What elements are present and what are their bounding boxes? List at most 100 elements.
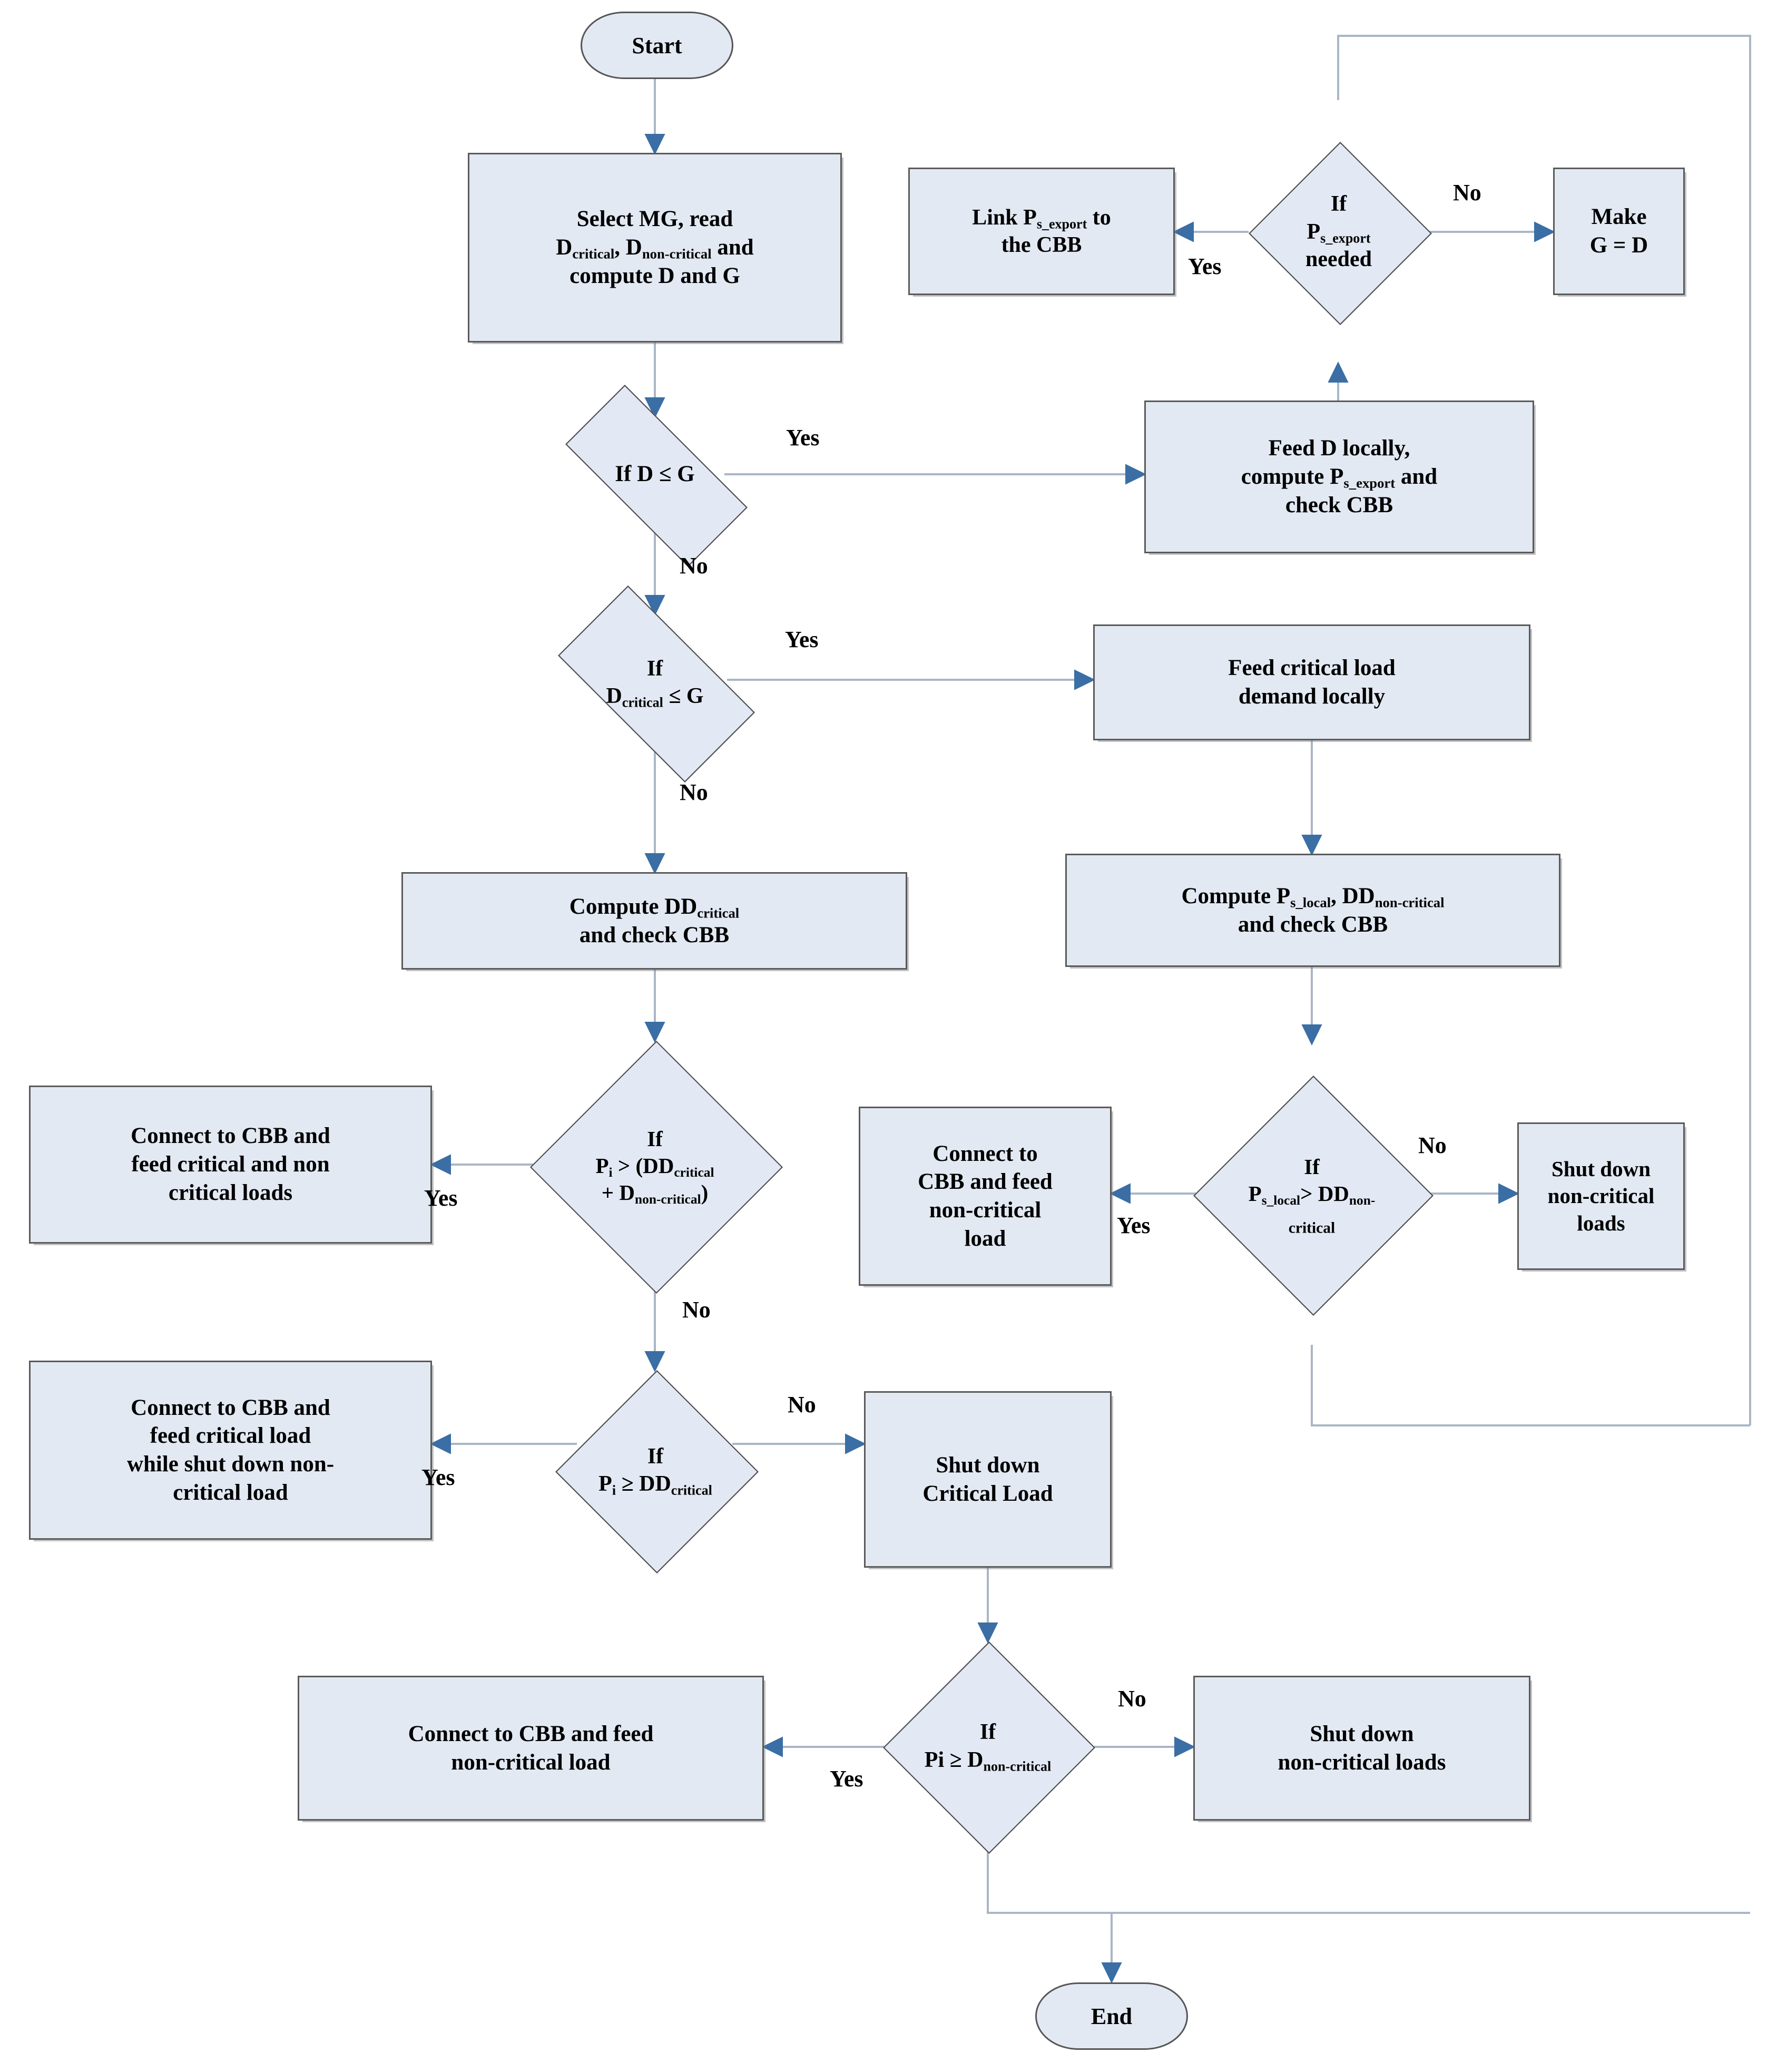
- line-1: If: [646, 656, 663, 681]
- line-3: while shut down non-: [126, 1452, 335, 1477]
- line-1: Connect to CBB and: [131, 1123, 330, 1149]
- node-shutdown-noncritical-bottom-label: Shut down non-critical loads: [1195, 1720, 1529, 1777]
- node-if-pi-ge-ddcritical[interactable]: If Pi ≥ DDcritical: [527, 1370, 784, 1573]
- edge-label-no-d-le-g: No: [680, 553, 708, 579]
- edge-label-no-pslocal: No: [1418, 1132, 1447, 1158]
- line-1: Shut down: [1310, 1721, 1414, 1746]
- line-3: loads: [1577, 1210, 1625, 1235]
- line-2: Critical Load: [922, 1481, 1053, 1506]
- line-2a: P: [598, 1472, 612, 1496]
- line-3a-sub: non-critical: [634, 1192, 701, 1207]
- line-2b: > DD: [1300, 1181, 1349, 1206]
- node-shutdown-critical-load-label: Shut down Critical Load: [866, 1451, 1110, 1508]
- edge-label-no-pi-ge-ddcritical: No: [788, 1392, 816, 1418]
- edge-label-no-dcritical-le-g: No: [680, 779, 708, 805]
- node-shutdown-critical-load[interactable]: Shut down Critical Load: [864, 1391, 1112, 1568]
- line-2b: ≤ G: [663, 684, 704, 708]
- node-shutdown-noncritical-right-label: Shut down non-critical loads: [1519, 1156, 1683, 1237]
- line-2-sub: s_export: [1320, 230, 1371, 246]
- line-2: feed critical and non: [131, 1152, 330, 1177]
- node-if-pslocal-gt-ddnon[interactable]: If Ps_local> DDnon- critical: [1193, 1043, 1433, 1345]
- line-2a: D: [556, 235, 573, 260]
- line-2b: ≥ DD: [616, 1472, 671, 1496]
- line-2a: Pi ≥ D: [924, 1747, 984, 1772]
- node-if-pi-ge-dnoncritical-label: If Pi ≥ Dnon-critical: [859, 1718, 1117, 1774]
- node-if-ps-export-needed-label: If Ps_export needed: [1249, 190, 1429, 273]
- node-select-mg-label: Select MG, read Dcritical, Dnon-critical…: [469, 205, 840, 290]
- node-make-g-eq-d-label: Make G = D: [1555, 203, 1683, 260]
- line-3: non-critical: [929, 1198, 1042, 1223]
- line-2a-sub: i: [612, 1482, 616, 1498]
- line-2: non-critical load: [451, 1750, 611, 1775]
- node-compute-ddcritical[interactable]: Compute DDcritical and check CBB: [401, 872, 907, 970]
- line-1: Select MG, read: [576, 207, 733, 232]
- node-if-pi-gt-sum[interactable]: If Pi > (DDcritical + Dnon-critical): [527, 1040, 783, 1294]
- node-connect-feed-noncritical-bottom[interactable]: Connect to CBB and feed non-critical loa…: [298, 1676, 764, 1821]
- node-compute-pslocal[interactable]: Compute Ps_local, DDnon-critical and che…: [1065, 854, 1560, 967]
- node-if-dcritical-le-g[interactable]: If Dcritical ≤ G: [529, 585, 780, 783]
- node-compute-ddcritical-label: Compute DDcritical and check CBB: [403, 893, 906, 950]
- line-2: the CBB: [1001, 233, 1082, 257]
- line-1b: to: [1087, 205, 1111, 230]
- node-connect-feed-both[interactable]: Connect to CBB and feed critical and non…: [29, 1086, 432, 1244]
- line-2: P: [1307, 219, 1321, 244]
- node-connect-feed-noncritical-mid-label: Connect to CBB and feed non-critical loa…: [860, 1140, 1110, 1253]
- line-2a-sub: critical: [622, 695, 663, 710]
- line-1a: Link P: [972, 205, 1037, 230]
- line-4: critical load: [173, 1480, 288, 1505]
- line-3: compute D and G: [570, 263, 740, 288]
- node-connect-feed-critical-shut-noncritical[interactable]: Connect to CBB and feed critical load wh…: [29, 1361, 432, 1540]
- node-shutdown-noncritical-bottom[interactable]: Shut down non-critical loads: [1193, 1676, 1530, 1821]
- line-1: Feed D locally,: [1268, 436, 1410, 461]
- line-3-sub: critical: [1288, 1219, 1336, 1236]
- node-select-mg[interactable]: Select MG, read Dcritical, Dnon-critical…: [468, 153, 842, 343]
- line-2b-sub: non-critical: [642, 246, 712, 262]
- line-1: Connect to CBB and: [131, 1395, 330, 1420]
- line-2: non-critical: [1547, 1184, 1655, 1208]
- line-2: and check CBB: [1238, 912, 1388, 937]
- line-3: needed: [1305, 247, 1372, 272]
- line-2: G = D: [1589, 233, 1648, 258]
- node-end-label: End: [1091, 2003, 1133, 2029]
- node-connect-feed-noncritical-mid[interactable]: Connect to CBB and feed non-critical loa…: [859, 1107, 1112, 1286]
- edge-label-yes-pi-ge-dnoncritical: Yes: [830, 1766, 863, 1792]
- node-feed-d-locally-label: Feed D locally, compute Ps_export and ch…: [1146, 434, 1533, 519]
- line-1a: Compute P: [1181, 883, 1291, 908]
- node-link-ps-export[interactable]: Link Ps_export to the CBB: [908, 168, 1175, 295]
- node-end[interactable]: End: [1035, 1982, 1188, 2050]
- line-2: feed critical load: [150, 1423, 311, 1449]
- line-1a-sub: s_export: [1036, 216, 1087, 231]
- node-feed-d-locally[interactable]: Feed D locally, compute Ps_export and ch…: [1144, 400, 1534, 553]
- node-if-pi-ge-ddcritical-label: If Pi ≥ DDcritical: [527, 1443, 784, 1498]
- edge-label-yes-pi-gt-sum: Yes: [424, 1185, 458, 1211]
- line-1: Shut down: [936, 1452, 1040, 1478]
- node-if-d-le-g-label: If D ≤ G: [615, 462, 695, 487]
- line-2b: and: [1395, 464, 1438, 490]
- node-if-dcritical-le-g-label: If Dcritical ≤ G: [529, 655, 780, 710]
- node-feed-critical-local[interactable]: Feed critical load demand locally: [1093, 624, 1530, 740]
- line-2a: D: [606, 684, 622, 708]
- node-if-ps-export-needed[interactable]: If Ps_export needed: [1249, 100, 1432, 364]
- line-1: If: [1330, 192, 1347, 217]
- node-shutdown-noncritical-right[interactable]: Shut down non-critical loads: [1517, 1122, 1685, 1270]
- edge-label-yes-dcritical-le-g: Yes: [785, 627, 819, 652]
- edge-label-no-pi-gt-sum: No: [682, 1297, 711, 1323]
- line-2: CBB and feed: [918, 1169, 1053, 1195]
- node-make-g-eq-d[interactable]: Make G = D: [1553, 168, 1685, 295]
- node-start[interactable]: Start: [581, 12, 733, 79]
- line-1: If: [647, 1126, 663, 1151]
- line-2b: > (DD: [612, 1153, 674, 1178]
- line-2a: compute P: [1241, 464, 1344, 490]
- node-if-pslocal-gt-ddnon-label: If Ps_local> DDnon- critical: [1193, 1154, 1430, 1236]
- node-if-pi-ge-dnoncritical[interactable]: If Pi ≥ Dnon-critical: [859, 1641, 1117, 1854]
- node-connect-feed-both-label: Connect to CBB and feed critical and non…: [31, 1122, 430, 1207]
- line-1a-sub: s_local: [1290, 894, 1331, 911]
- node-if-d-le-g[interactable]: If D ≤ G: [534, 385, 776, 567]
- line-2b-sub: critical: [671, 1482, 712, 1498]
- line-2: non-critical loads: [1278, 1750, 1446, 1775]
- line-1: If: [979, 1720, 996, 1744]
- line-2b-sub: non-: [1349, 1193, 1376, 1208]
- line-2: demand locally: [1238, 684, 1386, 709]
